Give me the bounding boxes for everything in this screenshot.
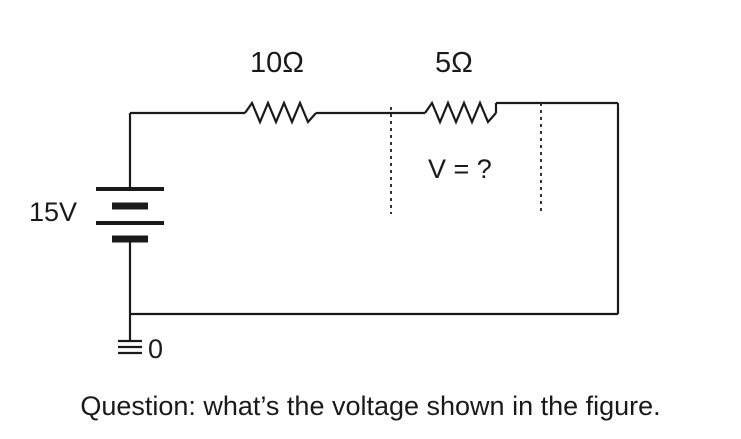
ground-label: 0: [148, 334, 163, 364]
resistor-r1-label: 10Ω: [250, 47, 304, 79]
resistor-r2: [424, 100, 497, 125]
resistor-r1: [244, 100, 317, 125]
battery-label: 15V: [29, 197, 77, 227]
probe-voltage-label: V = ?: [428, 154, 492, 184]
resistor-r2-label: 5Ω: [435, 47, 473, 79]
question-text: Question: what’s the voltage shown in th…: [80, 391, 661, 421]
